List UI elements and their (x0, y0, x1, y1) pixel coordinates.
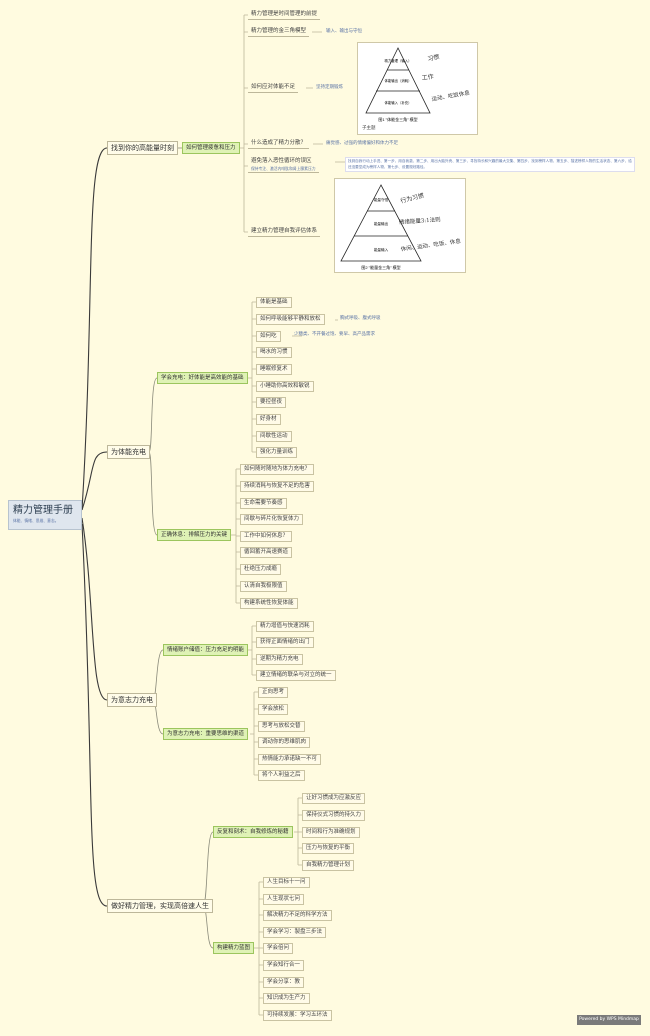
node-b4g2-3[interactable]: 学会学习：製盘三步法 (263, 927, 327, 938)
image-energy-triangle-1[interactable]: 精力管理（输入） 体能输出（消耗） 体能输入（补充） 习惯 工作 运动、吃饭休息… (357, 42, 478, 135)
node-b2g1-0[interactable]: 体能是基础 (256, 297, 292, 308)
triangle-diagram-1: 精力管理（输入） 体能输出（消耗） 体能输入（补充） 习惯 工作 运动、吃饭休息… (365, 47, 471, 122)
tri1-level-1: 体能输出（消耗） (384, 78, 411, 83)
branch-physical-recharge[interactable]: 为体能充电 (107, 445, 150, 459)
tri2-hand-0: 行为习惯 (400, 191, 425, 205)
node-b1-4-label: 避免落入恶性循环的误区 (251, 158, 312, 164)
tri1-hand-0: 习惯 (427, 53, 440, 63)
topic-repeat-practice[interactable]: 反复和刻术：自我修炼的秘籍 (213, 826, 293, 838)
node-b4g1-3[interactable]: 压力与恢复的平衡 (302, 843, 355, 854)
node-b2g1-7[interactable]: 好身材 (256, 414, 281, 425)
node-b2g2-0[interactable]: 如何随时随地为体力充电？ (240, 464, 315, 475)
image-1-subtopic: 子主题 (362, 126, 376, 131)
image-energy-triangle-2[interactable]: 能量守恒 能量输出 能量输入 行为习惯 情绪能量3:1法则 休闲、运动、吃饭、休… (334, 178, 466, 273)
root-node[interactable]: 精力管理手册 体能、情绪、思维、意志。 (8, 500, 82, 530)
branch-high-speed-life[interactable]: 做好精力管理，实现高倍速人生 (107, 899, 213, 913)
node-b3g1-0[interactable]: 精力增值与快速消耗 (256, 621, 314, 632)
note-distraction: 痛觉感、过强的情绪偏好和体力不足 (326, 141, 398, 146)
tri2-level-1: 能量输出 (374, 221, 389, 226)
tri1-level-0: 精力管理（输入） (384, 58, 411, 63)
wps-watermark: Powered by WPS Mindmap (577, 1015, 641, 1025)
node-b1-5[interactable]: 建立精力管理自我评估体系 (248, 227, 321, 237)
root-title: 精力管理手册 (13, 505, 73, 516)
topic-emotion-account[interactable]: 情绪账户储值：压力充足的明能 (163, 644, 249, 656)
node-b3g1-2[interactable]: 逆期为精力充电 (256, 654, 303, 665)
topic-learn-recharge[interactable]: 学会充电：好体能是高效能的基础 (157, 372, 248, 384)
node-b1-1[interactable]: 精力管理的金三角模型 (248, 27, 310, 37)
node-b2g2-7[interactable]: 认清自我极限值 (240, 581, 287, 592)
node-b3g2-0[interactable]: 正向思考 (258, 687, 289, 698)
topic-manage-fatigue[interactable]: 如何管理疲惫和压力 (182, 142, 240, 154)
note-insufficient: 坚持定期锻炼 (316, 85, 343, 90)
node-b3g2-2[interactable]: 思考与放松交替 (258, 721, 305, 732)
node-b3g2-5[interactable]: 将个人利益之后 (258, 770, 305, 781)
node-b2g1-9[interactable]: 强化力量训练 (256, 447, 298, 458)
tri2-level-0: 能量守恒 (374, 197, 389, 202)
node-b2g2-3[interactable]: 间歇与碎片化恢复体力 (240, 514, 304, 525)
node-b1-4[interactable]: 避免落入恶性循环的误区 保持专注、激活内啡肽和肾上腺素压力 (248, 157, 319, 173)
node-b2g1-6[interactable]: 要控昼夜 (256, 397, 287, 408)
node-b1-0[interactable]: 精力管理是时间管理的前提 (248, 10, 321, 20)
node-b2g1-4[interactable]: 睡眠修复术 (256, 364, 292, 375)
node-b3g2-4[interactable]: 热情能力承诺缺一不可 (258, 754, 322, 765)
root-subtitle: 体能、情绪、思维、意志。 (13, 518, 59, 523)
tri2-figure-caption: 图2 "能量金三角" 模型 (361, 264, 400, 270)
topic-willpower-channel[interactable]: 为意志力充电：重要思维的渠道 (163, 728, 249, 740)
branch-high-energy[interactable]: 找到你的高能量时刻 (107, 141, 178, 155)
node-b2g2-5[interactable]: 循回蓄开高速赛道 (240, 547, 293, 558)
node-b2g2-2[interactable]: 生命需要节奏感 (240, 498, 287, 509)
tri2-hand-1: 情绪能量3:1法则 (399, 215, 441, 226)
node-b2g2-6[interactable]: 杜绝压力成瘾 (240, 564, 282, 575)
node-b4g2-4[interactable]: 学会倍问 (263, 943, 294, 954)
node-b2g1-1[interactable]: 如何呼吸能够平静和放松 (256, 314, 325, 325)
tri1-level-2: 体能输入（补充） (384, 100, 411, 105)
note-trap-steps: 找到自我行动上手进、第一步、用自我激、第二步、用出大脑外壳、第三步、寻找特长和兴… (345, 157, 635, 172)
node-b4g2-1[interactable]: 人生现状七问 (263, 894, 305, 905)
node-b4g2-0[interactable]: 人生目标十一问 (263, 877, 310, 888)
node-b3g2-3[interactable]: 调动你的思维肌肉 (258, 737, 311, 748)
topic-energy-blueprint[interactable]: 构建精力蓝图 (213, 942, 255, 954)
node-b2g1-3[interactable]: 喝水的习惯 (256, 347, 292, 358)
tri1-hand-2: 运动、吃饭休息 (431, 88, 471, 103)
node-b3g1-1[interactable]: 获得正面情绪的出门 (256, 637, 314, 648)
node-b4g2-6[interactable]: 学会分享：教 (263, 977, 305, 988)
note-triangle-model: 输入、输出与守恒 (326, 29, 362, 34)
tri1-figure-caption: 图1 "体能金三角" 模型 (378, 116, 417, 122)
node-b4g2-2[interactable]: 解决精力不足的科学方法 (263, 910, 332, 921)
node-b2g1-8[interactable]: 间歇性运动 (256, 431, 292, 442)
node-b3g2-1[interactable]: 学会放松 (258, 704, 289, 715)
node-b4g1-2[interactable]: 时间和行为准确规划 (302, 827, 360, 838)
node-b4g2-7[interactable]: 知识成为生产力 (263, 993, 310, 1004)
node-b4g1-1[interactable]: 保持仪式习惯的持久力 (302, 810, 366, 821)
triangle-diagram-2: 能量守恒 能量输出 能量输入 行为习惯 情绪能量3:1法则 休闲、运动、吃饭、休… (340, 184, 462, 270)
node-b2g2-4[interactable]: 工作中如何休息？ (240, 531, 293, 542)
node-b4g2-5[interactable]: 学会知行合一 (263, 960, 305, 971)
node-b4g1-4[interactable]: 自我精力管理计划 (302, 860, 355, 871)
node-b3g1-3[interactable]: 建立情绪的联朵与对立的统一 (256, 670, 336, 681)
tri2-level-2: 能量输入 (374, 247, 389, 252)
topic-proper-rest[interactable]: 正确休息：排解压力的关键 (157, 529, 232, 541)
node-b1-3[interactable]: 什么造成了精力分散？ (248, 139, 310, 149)
node-b2g1-5[interactable]: 小睡助你高效和敏锐 (256, 381, 314, 392)
node-b4g1-0[interactable]: 让好习惯成为应激反应 (302, 793, 366, 804)
node-b4g2-8[interactable]: 可持续发展：学习五环法 (263, 1010, 332, 1021)
note-breath: 胸式呼吸、腹式呼吸 (340, 316, 381, 321)
node-b1-4-note: 保持专注、激活内啡肽和肾上腺素压力 (251, 166, 316, 171)
branch-willpower-recharge[interactable]: 为意志力充电 (107, 693, 157, 707)
note-eat: 少糖类、不开餐过饱、要早、高产品需求 (294, 332, 375, 337)
node-b2g2-8[interactable]: 构建系统性恢复体能 (240, 598, 298, 609)
tri1-hand-1: 工作 (421, 72, 434, 82)
node-b2g2-1[interactable]: 持续消耗与恢复不足的危害 (240, 481, 315, 492)
node-b2g1-2[interactable]: 如何吃 (256, 331, 281, 342)
node-b1-2[interactable]: 如何应对体能不足 (248, 83, 299, 93)
